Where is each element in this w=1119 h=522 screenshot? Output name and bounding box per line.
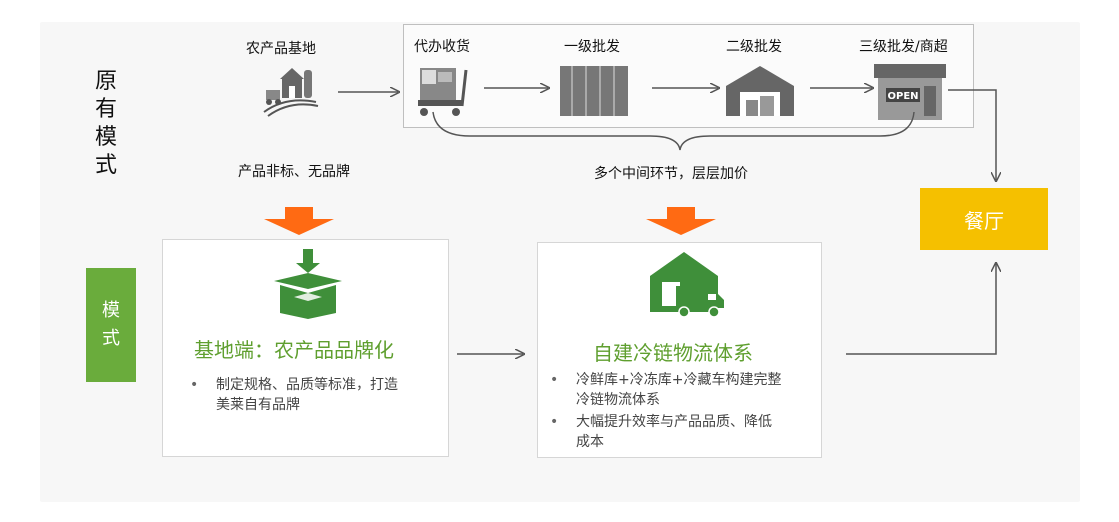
bullet-dot: • — [550, 372, 559, 388]
card-title-farm: 基地端：农产品品牌化 — [194, 338, 394, 362]
orange-down-arrow-left — [264, 207, 334, 235]
cart-icon — [414, 62, 474, 118]
note-middlemen: 多个中间环节，层层加价 — [594, 166, 748, 182]
restaurant-label: 餐厅 — [964, 208, 1004, 233]
bullet-line: 大幅提升效率与产品品质、降低 — [576, 414, 772, 430]
restaurant-box: 餐厅 — [920, 188, 1048, 250]
bullet-cold-storage: • 冷鲜库+冷冻库+冷藏车构建完整 冷链物流体系 — [550, 370, 812, 410]
new-model-badge: 模 式 — [86, 268, 136, 382]
warehouse-icon — [726, 64, 794, 116]
bullet-efficiency: • 大幅提升效率与产品品质、降低 成本 — [550, 412, 812, 452]
bullet-line: 美莱自有品牌 — [216, 397, 300, 413]
step-label-secondary: 二级批发 — [726, 39, 782, 55]
box-icon — [270, 249, 346, 319]
shelf-icon — [560, 64, 628, 116]
truck-warehouse-icon — [646, 252, 730, 320]
shop-sign-text: OPEN — [887, 91, 918, 102]
step-label-tertiary: 三级批发/商超 — [859, 39, 948, 55]
bullet-line: 冷链物流体系 — [576, 392, 660, 408]
label-char: 式 — [94, 153, 117, 178]
orange-down-arrow-right — [646, 207, 716, 235]
bullet-farm-standard: • 制定规格、品质等标准，打造 美莱自有品牌 — [190, 375, 440, 415]
label-char: 有 — [94, 97, 117, 122]
label-char: 模 — [94, 125, 117, 150]
shop-open-icon: OPEN — [872, 62, 948, 120]
bullet-dot: • — [190, 377, 199, 393]
bullet-line: 成本 — [576, 434, 604, 450]
step-label-primary: 一级批发 — [564, 39, 620, 55]
bullet-line: 制定规格、品质等标准，打造 — [216, 377, 398, 393]
bullet-dot: • — [550, 414, 559, 430]
note-no-brand: 产品非标、无品牌 — [238, 164, 350, 180]
card-title-cold-chain: 自建冷链物流体系 — [593, 341, 753, 365]
step-label-agent: 代办收货 — [414, 39, 470, 55]
label-char: 模 — [102, 300, 120, 321]
farm-icon — [260, 62, 322, 118]
label-char: 原 — [94, 69, 117, 94]
farm-base-label: 农产品基地 — [246, 41, 316, 57]
label-char: 式 — [102, 328, 120, 349]
bullet-line: 冷鲜库+冷冻库+冷藏车构建完整 — [576, 372, 782, 388]
original-model-label: 原 有 模 式 — [86, 68, 126, 180]
